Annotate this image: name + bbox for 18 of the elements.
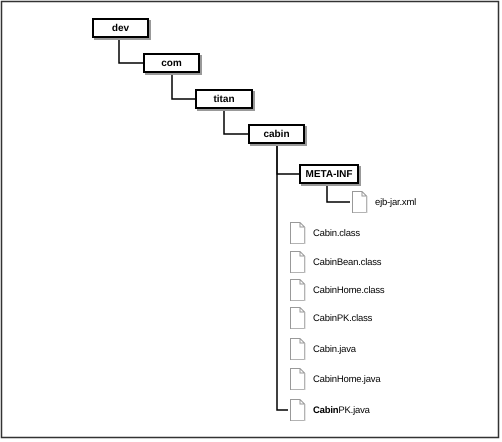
connector-line bbox=[171, 73, 195, 100]
file-name: Cabin.java bbox=[313, 344, 356, 354]
folder-box: dev bbox=[92, 18, 149, 38]
folder-box: titan bbox=[195, 89, 253, 109]
file-name: CabinPK.class bbox=[313, 312, 372, 324]
connector-line bbox=[276, 144, 288, 411]
file-name: CabinHome.java bbox=[313, 374, 380, 384]
folder-box: com bbox=[143, 53, 200, 73]
file-name: Cabin.class bbox=[313, 228, 360, 238]
connector-line bbox=[326, 184, 350, 203]
connector-line bbox=[223, 109, 248, 135]
folder-box: cabin bbox=[248, 124, 305, 144]
file-name: CabinBean.class bbox=[313, 256, 382, 268]
folder-box: META-INF bbox=[299, 164, 359, 184]
file-name: CabinHome.class bbox=[313, 284, 384, 296]
connector-line bbox=[118, 38, 143, 64]
file-name: CabinPK.java bbox=[313, 404, 370, 416]
file-name: ejb-jar.xml bbox=[375, 196, 416, 208]
